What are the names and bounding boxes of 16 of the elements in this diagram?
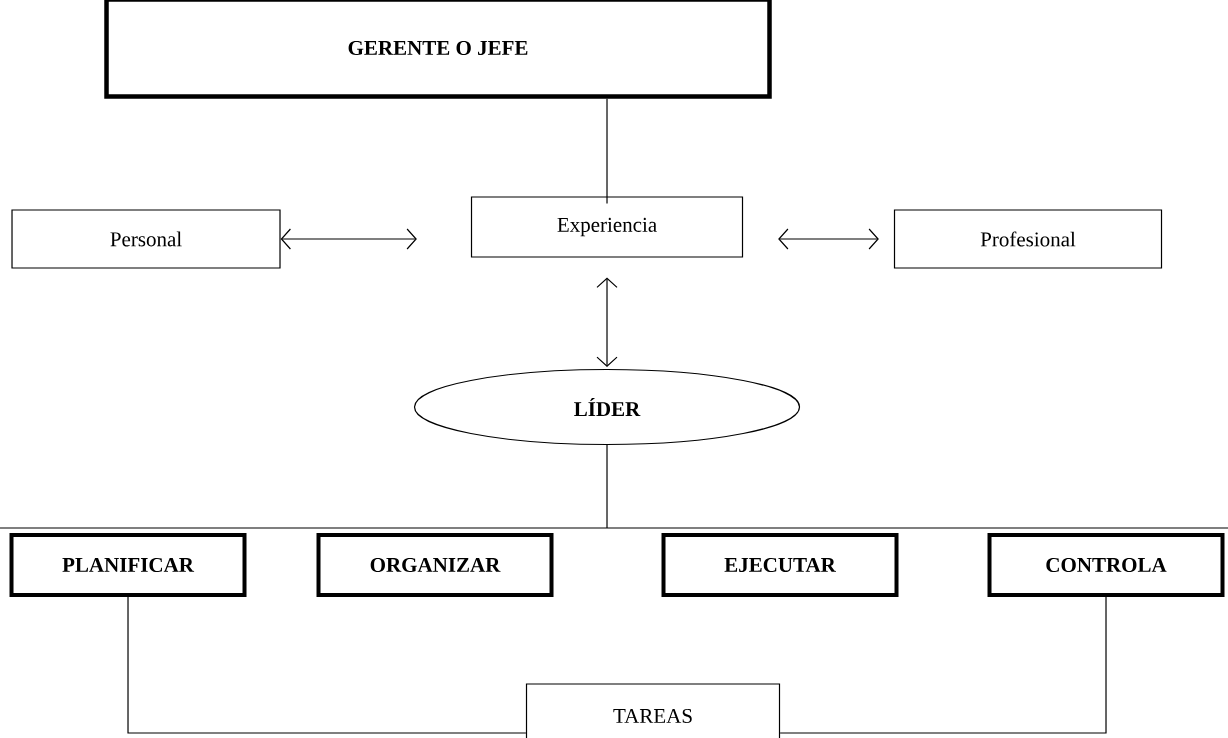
connector-line <box>606 444 608 529</box>
arrow <box>280 228 417 250</box>
arrow <box>596 277 618 367</box>
tasks-box: TAREAS <box>525 683 781 738</box>
process-box: Profesional <box>893 209 1163 269</box>
task-box: PLANIFICAR <box>9 533 247 597</box>
task-box: ORGANIZAR <box>316 533 554 597</box>
connector-line <box>127 596 527 734</box>
manager-box: GERENTE O JEFE <box>104 0 772 99</box>
task-box: EJECUTAR <box>661 533 899 597</box>
connector-line <box>606 98 608 204</box>
arrow <box>778 228 879 250</box>
connector-line <box>779 596 1107 734</box>
task-box: CONTROLA <box>987 533 1225 597</box>
process-box: Experiencia <box>470 196 744 258</box>
process-box: Personal <box>11 209 281 269</box>
